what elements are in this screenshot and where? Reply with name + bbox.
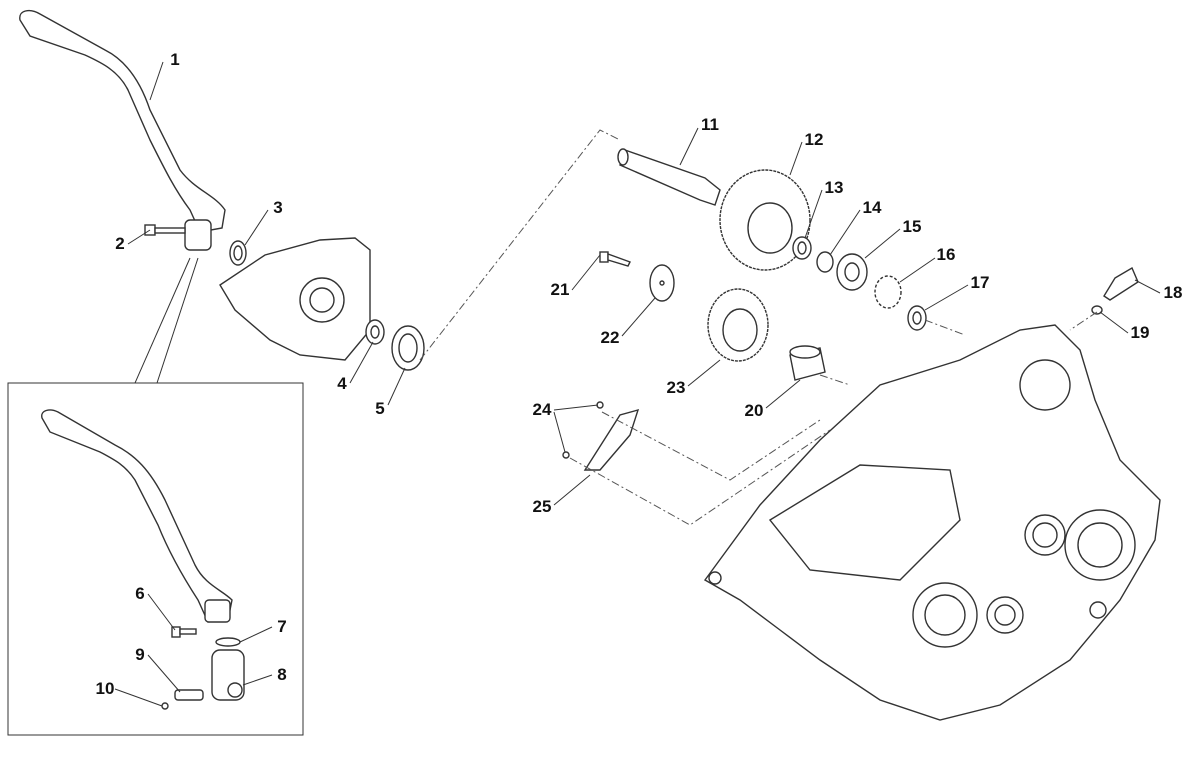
kick-shaft-11 bbox=[617, 148, 721, 206]
gear-12 bbox=[719, 169, 811, 271]
callout-17: 17 bbox=[970, 273, 990, 292]
pivot-8 bbox=[211, 649, 245, 701]
bolt-2 bbox=[144, 224, 186, 236]
callout-14: 14 bbox=[862, 198, 882, 217]
callout-21: 21 bbox=[550, 280, 570, 299]
callout-2: 2 bbox=[115, 234, 125, 253]
callout-8: 8 bbox=[277, 665, 287, 684]
callout-3: 3 bbox=[273, 198, 283, 217]
washer-17 bbox=[907, 305, 927, 331]
o-ring-7 bbox=[215, 637, 241, 647]
bolt-6 bbox=[171, 626, 197, 638]
washer-19 bbox=[1091, 305, 1103, 315]
circlip-14 bbox=[816, 251, 834, 273]
screws-24 bbox=[562, 401, 604, 459]
assembly-line bbox=[601, 411, 821, 481]
spring-16 bbox=[874, 275, 902, 309]
kick-lever bbox=[19, 9, 226, 251]
washer-4 bbox=[365, 319, 385, 345]
callout-15: 15 bbox=[902, 217, 922, 236]
callout-24: 24 bbox=[532, 400, 552, 419]
screw-21 bbox=[599, 251, 631, 267]
inset-kick-lever bbox=[41, 409, 233, 623]
seal-3 bbox=[229, 240, 247, 266]
callout-11: 11 bbox=[701, 115, 719, 134]
callout-16: 16 bbox=[936, 245, 956, 264]
assembly-line bbox=[819, 374, 851, 386]
inset-connector bbox=[156, 257, 199, 384]
callout-25: 25 bbox=[532, 497, 552, 516]
inset-connector bbox=[134, 257, 191, 384]
assembly-line bbox=[1069, 311, 1098, 331]
ratchet-15 bbox=[836, 253, 868, 291]
callout-18: 18 bbox=[1163, 283, 1183, 302]
cover bbox=[219, 237, 371, 361]
leader-lines bbox=[114, 61, 1161, 707]
callout-12: 12 bbox=[804, 130, 824, 149]
ball-10 bbox=[161, 702, 169, 710]
bushing-20 bbox=[789, 345, 826, 381]
gear-23 bbox=[707, 288, 769, 362]
inset-frame bbox=[7, 382, 304, 736]
callout-19: 19 bbox=[1130, 323, 1150, 342]
callout-1: 1 bbox=[170, 50, 180, 69]
callout-4: 4 bbox=[337, 374, 347, 393]
crankcase bbox=[703, 324, 1161, 721]
assembly-line bbox=[419, 129, 621, 361]
assembly-line bbox=[924, 319, 966, 336]
callout-7: 7 bbox=[277, 617, 287, 636]
callout-9: 9 bbox=[135, 645, 145, 664]
callout-23: 23 bbox=[666, 378, 686, 397]
callout-6: 6 bbox=[135, 584, 145, 603]
washer-13 bbox=[792, 236, 812, 260]
callout-10: 10 bbox=[95, 679, 115, 698]
washer-22 bbox=[649, 264, 675, 302]
spring-5 bbox=[391, 325, 425, 371]
spring-9 bbox=[174, 689, 204, 701]
guide-plate-25 bbox=[583, 408, 640, 471]
callout-5: 5 bbox=[375, 399, 385, 418]
bolt-18 bbox=[1103, 266, 1139, 301]
callout-13: 13 bbox=[824, 178, 844, 197]
callout-20: 20 bbox=[744, 401, 764, 420]
callout-22: 22 bbox=[600, 328, 620, 347]
